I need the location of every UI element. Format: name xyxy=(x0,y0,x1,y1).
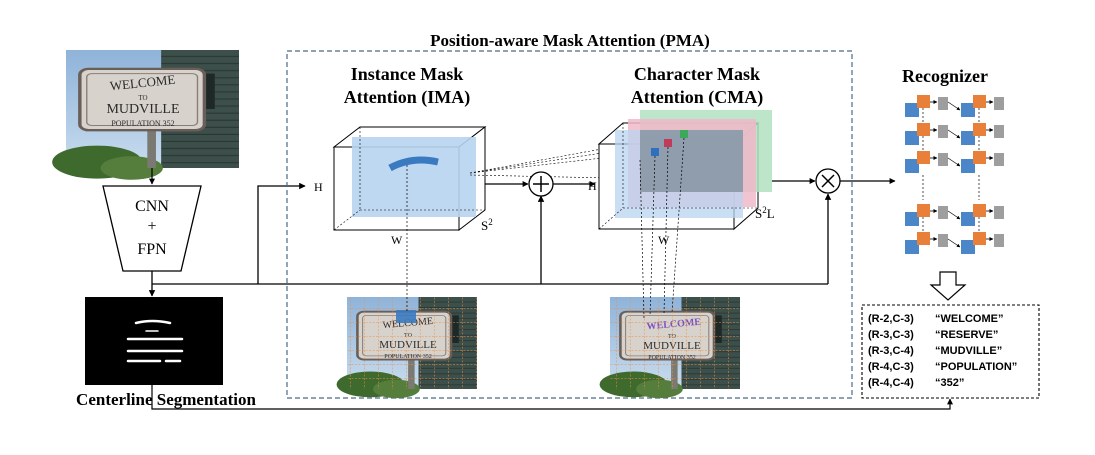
recognizer-blue-cell xyxy=(961,240,975,254)
sign-line1: WELCOME xyxy=(109,72,176,94)
recognizer-orange-cell xyxy=(973,151,986,164)
multiply-operator-icon xyxy=(815,168,841,194)
backbone-line1: CNN xyxy=(135,198,169,215)
result-word-1: “WELCOME” xyxy=(935,313,1003,325)
recognizer-blue-cell xyxy=(961,159,975,173)
recognizer-orange-cell xyxy=(917,151,930,164)
cma-attention-image: WELCOME TO MUDVILLE POPULATION 352 xyxy=(598,295,742,400)
recognizer-network xyxy=(905,95,1004,254)
char-mark-red xyxy=(664,139,672,147)
recognizer-title: Recognizer xyxy=(902,66,988,86)
recognizer-blue-cell xyxy=(905,131,919,145)
input-sign-text: WELCOME TO MUDVILLE POPULATION 352 xyxy=(106,72,179,128)
backbone-line2: + xyxy=(147,218,156,235)
ima-title-line2: Attention (IMA) xyxy=(344,87,470,108)
cma-depth-label: S2L xyxy=(755,205,775,221)
recognizer-gray-cell xyxy=(938,206,948,219)
recognizer-output-arrow xyxy=(929,271,967,301)
cma-title-line2: Attention (CMA) xyxy=(631,87,763,108)
arrow-bus-to-ima xyxy=(257,182,306,284)
recognizer-cross-link xyxy=(947,101,961,111)
recognizer-orange-cell xyxy=(973,204,986,217)
result-word-5: “352” xyxy=(935,377,964,389)
segmentation-map xyxy=(85,297,223,385)
result-pos-2: (R-3,C-3) xyxy=(868,329,914,341)
cma-mask-overlap xyxy=(640,130,743,192)
ima-text-region xyxy=(388,156,439,172)
char-mark-green xyxy=(680,130,688,138)
cma-title-line1: Character Mask xyxy=(634,64,760,84)
cma-width-label: W xyxy=(658,233,670,247)
results-box xyxy=(861,304,1040,399)
ima-width-label: W xyxy=(391,233,403,247)
results-list: (R-2,C-3) “WELCOME” (R-3,C-3) “RESERVE” … xyxy=(868,313,1017,389)
cma-height-label: H xyxy=(588,179,597,193)
recognizer-orange-cell xyxy=(917,232,930,245)
char-mark-blue xyxy=(651,148,659,156)
ima-height-label: H xyxy=(314,180,323,194)
recognizer-gray-cell xyxy=(994,153,1004,166)
result-word-2: “RESERVE” xyxy=(935,329,998,341)
sign-line2: TO xyxy=(138,94,147,102)
ima-attention-cell xyxy=(396,310,416,323)
pma-frame xyxy=(286,50,853,399)
recognizer-cross-link xyxy=(947,129,961,139)
arrow-segmentation-to-results xyxy=(151,385,953,410)
recognizer-orange-cell xyxy=(973,123,986,136)
recognizer-orange-cell xyxy=(917,95,930,108)
result-word-4: “POPULATION” xyxy=(935,361,1017,373)
recognizer-blue-cell xyxy=(905,159,919,173)
sign-line3: MUDVILLE xyxy=(106,102,179,117)
result-word-3: “MUDVILLE” xyxy=(935,345,1002,357)
recognizer-gray-cell xyxy=(994,97,1004,110)
pma-title: Position-aware Mask Attention (PMA) xyxy=(430,31,710,50)
recognizer-orange-cell xyxy=(973,232,986,245)
ima-attention-image: WELCOME TO MUDVILLE POPULATION 352 xyxy=(335,295,479,400)
recognizer-blue-cell xyxy=(961,212,975,226)
recognizer-blue-cell xyxy=(905,212,919,226)
recognizer-cross-link xyxy=(947,157,961,167)
recognizer-gray-cell xyxy=(994,206,1004,219)
ima-cube xyxy=(332,125,487,232)
recognizer-gray-cell xyxy=(994,125,1004,138)
recognizer-orange-cell xyxy=(917,123,930,136)
add-operator-icon xyxy=(528,171,554,197)
recognizer-blue-cell xyxy=(961,131,975,145)
result-pos-1: (R-2,C-3) xyxy=(868,313,914,325)
recognizer-blue-cell xyxy=(905,103,919,117)
projection-cma-down xyxy=(639,137,685,319)
result-pos-4: (R-4,C-3) xyxy=(868,361,914,373)
ima-title-line1: Instance Mask xyxy=(351,64,464,84)
recognizer-cross-link xyxy=(947,210,961,220)
recognizer-orange-cell xyxy=(917,204,930,217)
recognizer-gray-cell xyxy=(938,125,948,138)
result-pos-3: (R-3,C-4) xyxy=(868,345,914,357)
segmentation-centerlines xyxy=(126,319,184,363)
result-pos-5: (R-4,C-4) xyxy=(868,377,914,389)
recognizer-gray-cell xyxy=(994,234,1004,247)
recognizer-cross-link xyxy=(947,238,961,248)
recognizer-blue-cell xyxy=(961,103,975,117)
sign-line4: POPULATION 352 xyxy=(111,119,174,128)
backbone-line3: FPN xyxy=(137,241,167,258)
recognizer-gray-cell xyxy=(938,234,948,247)
ima-depth-label: S2 xyxy=(481,217,493,233)
recognizer-gray-cell xyxy=(938,97,948,110)
recognizer-orange-cell xyxy=(973,95,986,108)
cma-cube xyxy=(597,110,772,231)
recognizer-blue-cell xyxy=(905,240,919,254)
recognizer-gray-cell xyxy=(938,153,948,166)
backbone-box xyxy=(102,185,202,272)
segmentation-label: Centerline Segmentation xyxy=(76,390,256,409)
ima-instance-mask xyxy=(352,137,476,217)
